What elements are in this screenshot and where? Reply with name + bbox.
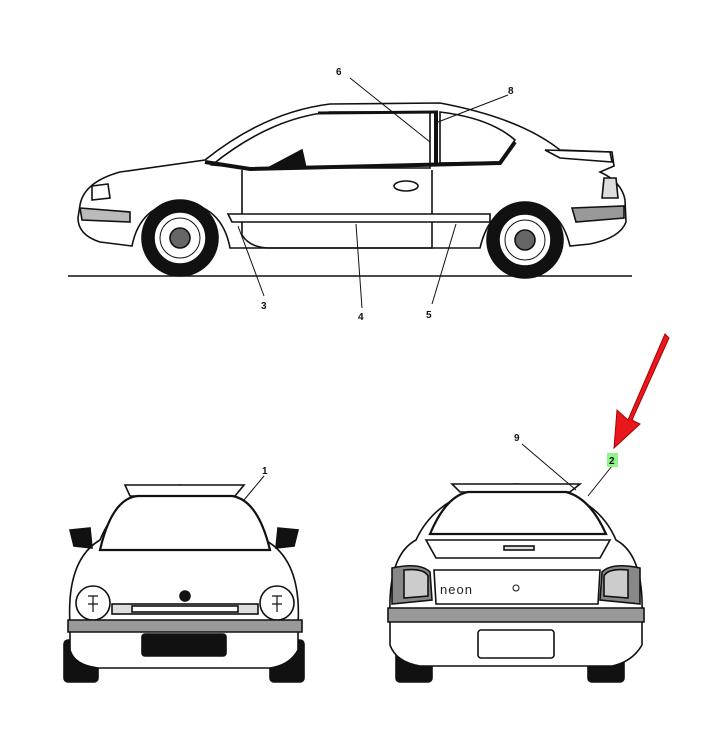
callout-5: 5: [426, 310, 432, 321]
side-view: [68, 102, 632, 279]
callout-9: 9: [514, 433, 520, 444]
callout-8: 8: [508, 86, 514, 97]
callout-4: 4: [358, 312, 364, 323]
side-leader-lines: [237, 77, 509, 309]
callout-3: 3: [261, 301, 267, 312]
callout-6: 6: [336, 67, 342, 78]
callout-2: 2: [609, 456, 615, 467]
red-pointer-arrow: [613, 333, 670, 450]
rear-leader-line-2: [587, 465, 613, 497]
rear-badge-text: neon: [440, 582, 473, 597]
front-leader-line: [243, 475, 265, 501]
rear-view: [387, 483, 645, 683]
front-view: [63, 484, 305, 683]
rear-leader-line-9: [521, 443, 577, 491]
callout-1: 1: [262, 466, 268, 477]
callout-2-highlight: [607, 453, 618, 467]
